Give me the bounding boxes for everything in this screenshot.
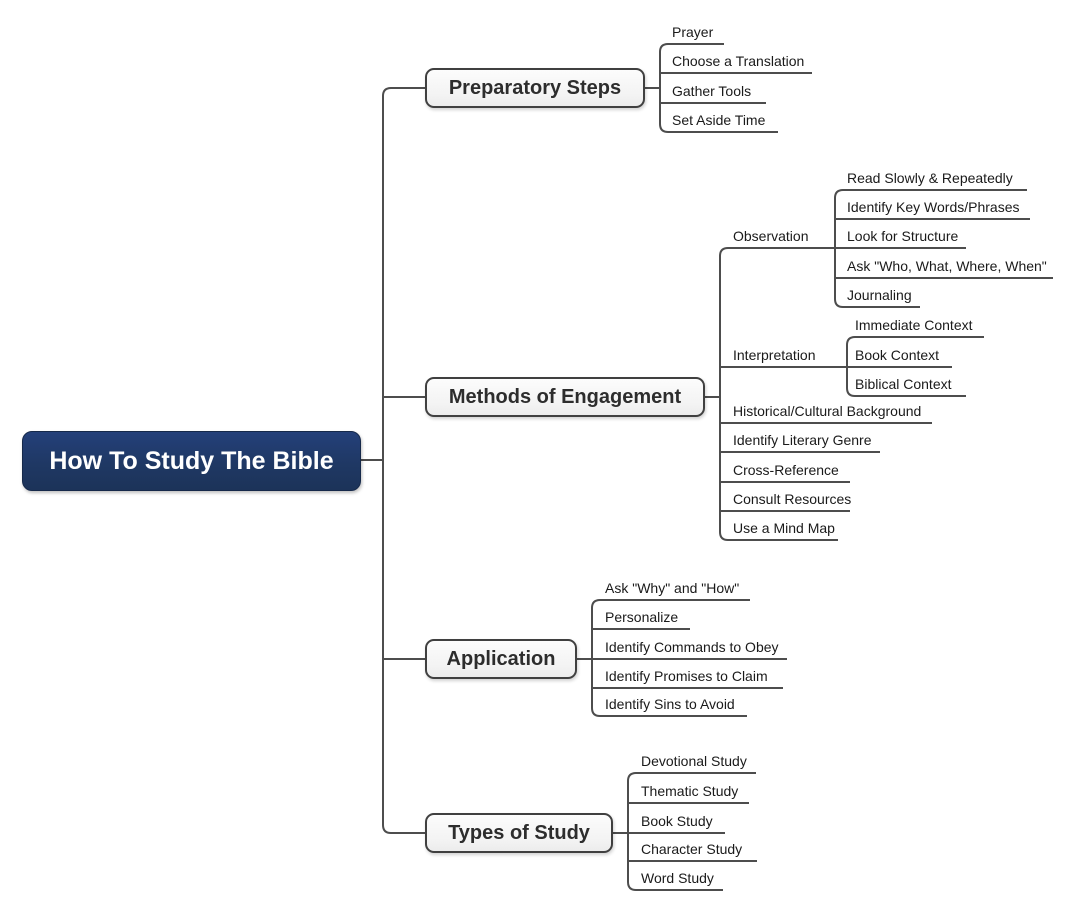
leaf-identify-sins-to-avoid[interactable]: Identify Sins to Avoid xyxy=(605,696,735,712)
leaf-prayer[interactable]: Prayer xyxy=(672,24,714,40)
leaf-biblical-context[interactable]: Biblical Context xyxy=(855,376,952,392)
leaf-immediate-context[interactable]: Immediate Context xyxy=(855,317,973,333)
leaf-word-study[interactable]: Word Study xyxy=(641,870,714,886)
leaf-personalize[interactable]: Personalize xyxy=(605,609,679,625)
leaf-book-context[interactable]: Book Context xyxy=(855,347,940,363)
leaf-identify-literary-genre[interactable]: Identify Literary Genre xyxy=(733,432,872,448)
leaf-consult-resources[interactable]: Consult Resources xyxy=(733,491,852,507)
leaf-journaling[interactable]: Journaling xyxy=(847,287,912,303)
leaf-historical-cultural-background[interactable]: Historical/Cultural Background xyxy=(733,403,922,419)
leaf-use-a-mind-map[interactable]: Use a Mind Map xyxy=(733,520,835,536)
leaf-identify-commands-to-obey[interactable]: Identify Commands to Obey xyxy=(605,639,779,655)
leaf-devotional-study[interactable]: Devotional Study xyxy=(641,753,747,769)
subtopic-observation[interactable]: Observation xyxy=(733,228,809,244)
subtopic-interpretation[interactable]: Interpretation xyxy=(733,347,816,363)
leaf-cross-reference[interactable]: Cross-Reference xyxy=(733,462,839,478)
leaf-choose-a-translation[interactable]: Choose a Translation xyxy=(672,53,805,69)
leaf-character-study[interactable]: Character Study xyxy=(641,841,743,857)
leaf-look-for-structure[interactable]: Look for Structure xyxy=(847,228,959,244)
topic-node-types-of-study[interactable]: Types of Study xyxy=(425,813,613,853)
leaf-thematic-study[interactable]: Thematic Study xyxy=(641,783,739,799)
leaf-set-aside-time[interactable]: Set Aside Time xyxy=(672,112,766,128)
topic-node-methods-of-engagement[interactable]: Methods of Engagement xyxy=(425,377,705,417)
root-node[interactable]: How To Study The Bible xyxy=(22,431,361,491)
leaf-gather-tools[interactable]: Gather Tools xyxy=(672,83,752,99)
leaf-identify-promises-to-claim[interactable]: Identify Promises to Claim xyxy=(605,668,768,684)
leaf-ask-who-what-where-when[interactable]: Ask "Who, What, Where, When" xyxy=(847,258,1047,274)
topic-node-application[interactable]: Application xyxy=(425,639,577,679)
leaf-read-slowly-repeatedly[interactable]: Read Slowly & Repeatedly xyxy=(847,170,1013,186)
leaf-book-study[interactable]: Book Study xyxy=(641,813,713,829)
topic-node-preparatory-steps[interactable]: Preparatory Steps xyxy=(425,68,645,108)
leaf-identify-key-words-phrases[interactable]: Identify Key Words/Phrases xyxy=(847,199,1020,215)
leaf-ask-why-and-how[interactable]: Ask "Why" and "How" xyxy=(605,580,740,596)
trunk-line xyxy=(382,87,425,834)
